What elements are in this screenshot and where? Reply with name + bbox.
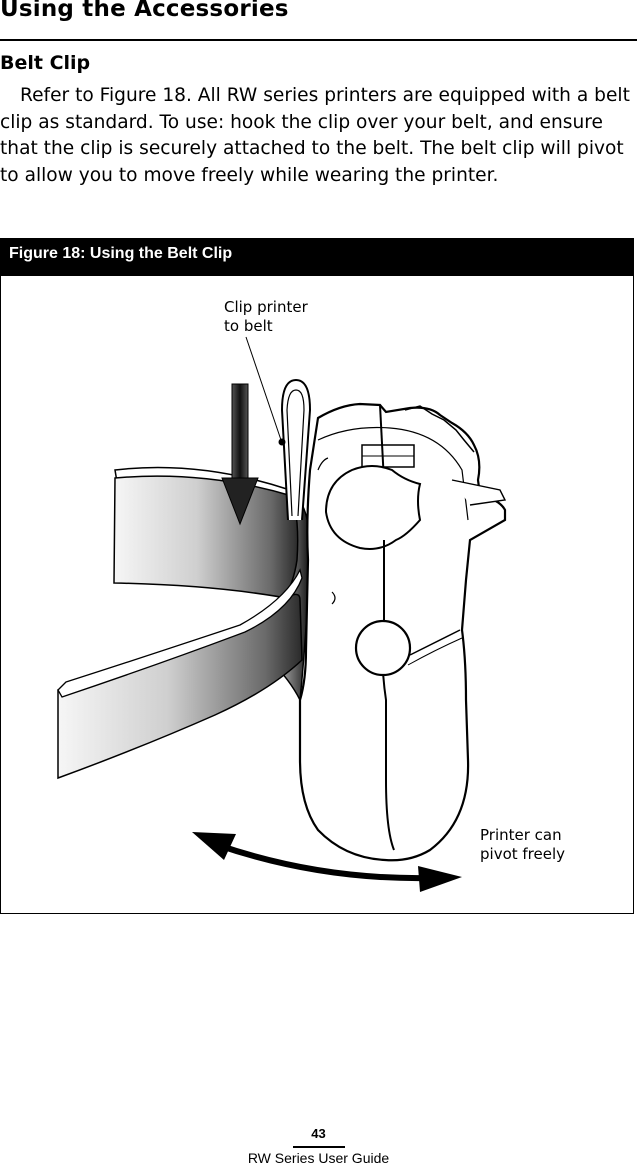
chapter-title: Using the Accessories bbox=[0, 0, 289, 22]
clip-leader-line bbox=[245, 336, 282, 441]
belt-graphic bbox=[57, 466, 311, 780]
printer-graphic bbox=[298, 402, 507, 862]
footer-rule bbox=[293, 1146, 345, 1148]
header-rule bbox=[0, 39, 637, 41]
section-title: Belt Clip bbox=[0, 52, 91, 74]
push-down-arrow-icon bbox=[221, 383, 259, 526]
page-number: 43 bbox=[311, 1126, 326, 1141]
pivot-callout-label: Printer can pivot freely bbox=[480, 826, 566, 863]
body-paragraph: Refer to Figure 18. All RW series printe… bbox=[0, 85, 630, 186]
clip-callout-label: Clip printer to belt bbox=[224, 298, 308, 335]
footer-guide-title: RW Series User Guide bbox=[247, 1150, 390, 1166]
pivot-arrow-icon bbox=[192, 832, 462, 892]
figure-caption: Figure 18: Using the Belt Clip bbox=[1, 239, 633, 276]
belt-clip-graphic bbox=[278, 378, 312, 521]
figure-frame: Figure 18: Using the Belt Clip bbox=[0, 238, 634, 914]
